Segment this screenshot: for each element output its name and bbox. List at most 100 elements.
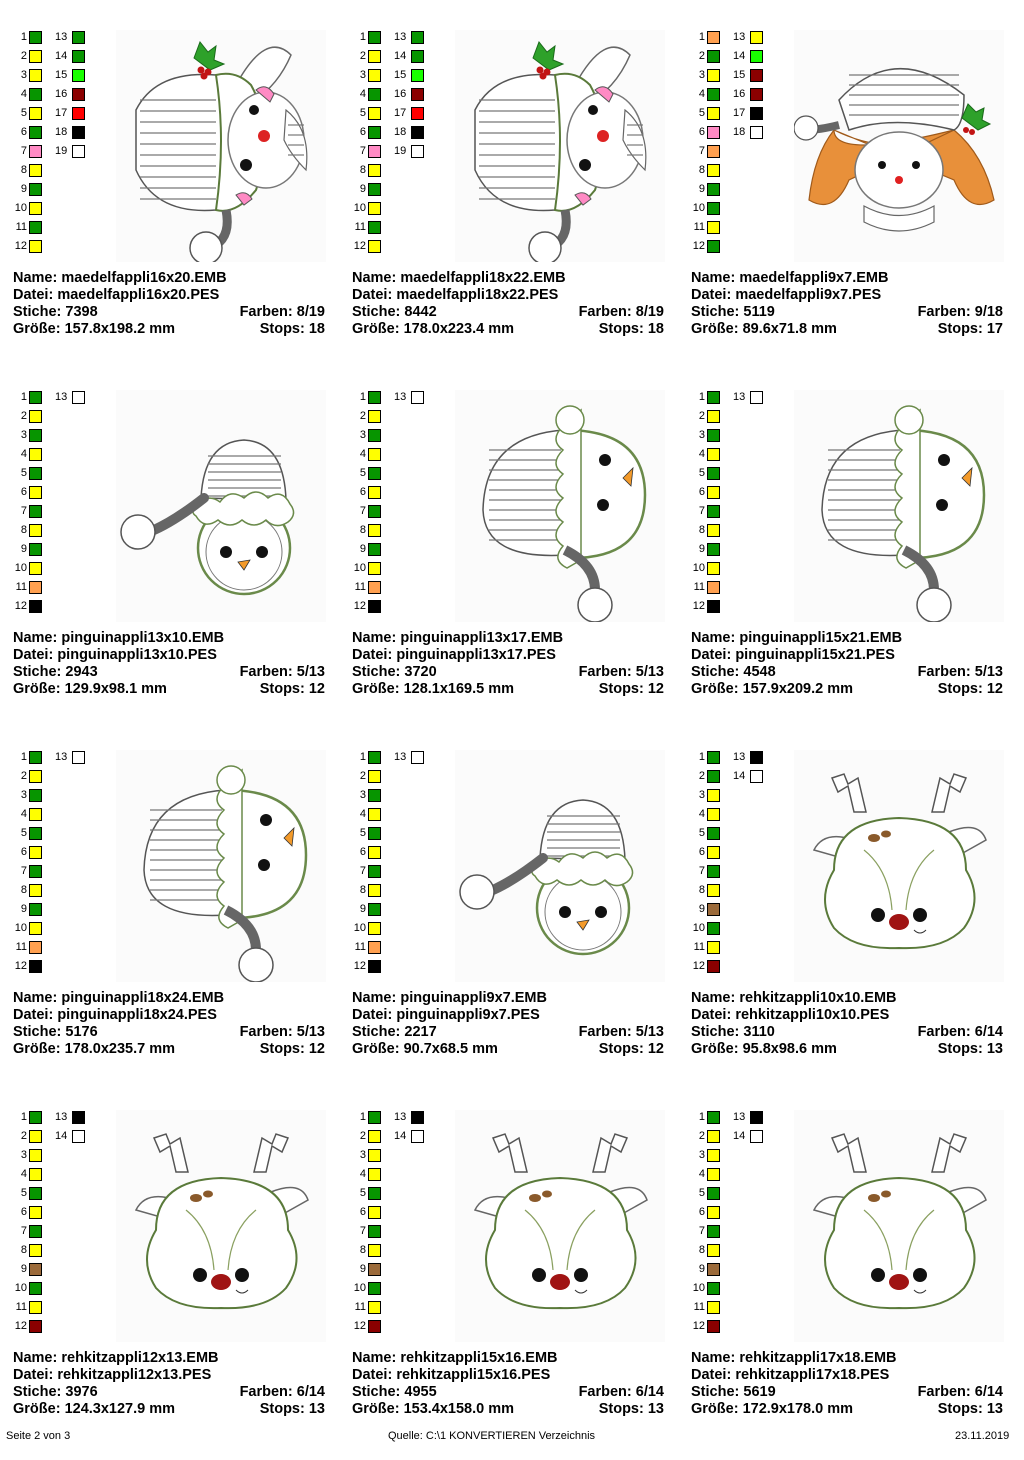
color-index: 11 [15, 581, 27, 593]
color-swatch [29, 1149, 42, 1162]
thread-color-row: 9 [13, 1262, 83, 1281]
design-name: Name: rehkitzappli15x16.EMB [352, 1350, 558, 1366]
thread-color-row: 10 [13, 921, 83, 940]
thread-color-row: 9 [691, 902, 761, 921]
color-index: 7 [20, 505, 27, 517]
color-index: 11 [15, 221, 27, 233]
color-swatch [368, 1320, 381, 1333]
color-swatch [29, 467, 42, 480]
design-name: Name: pinguinappli18x24.EMB [13, 990, 225, 1006]
thread-color-row: 3 [691, 1148, 761, 1167]
color-swatch [368, 524, 381, 537]
color-index: 1 [359, 31, 366, 43]
color-index: 3 [359, 69, 366, 81]
thread-color-row: 6 [691, 845, 761, 864]
file-name: Datei: pinguinappli15x21.PES [691, 647, 895, 663]
thread-color-row: 5 [13, 466, 83, 485]
color-index: 13 [733, 31, 746, 43]
color-swatch [368, 164, 381, 177]
thread-color-row: 12 [352, 239, 422, 258]
color-swatch [707, 808, 720, 821]
penguin-side-icon [482, 405, 647, 623]
design-name: Name: pinguinappli15x21.EMB [691, 630, 903, 646]
embroidery-preview [455, 1110, 665, 1342]
thread-color-row: 8 [352, 883, 422, 902]
thread-color-row: 5 [691, 826, 761, 845]
color-swatch [29, 1168, 42, 1181]
design-name: Name: maedelfappli16x20.EMB [13, 270, 227, 286]
color-swatch [707, 183, 720, 196]
color-index: 13 [55, 751, 68, 763]
embroidery-preview [455, 390, 665, 623]
color-swatch [368, 941, 381, 954]
color-swatch [707, 770, 720, 783]
color-index: 6 [20, 1206, 27, 1218]
design-info: Name: rehkitzappli17x18.EMB Datei: rehki… [691, 1350, 1003, 1418]
thread-color-row: 4 [13, 807, 83, 826]
color-index: 5 [359, 1187, 366, 1199]
color-index: 12 [353, 1320, 366, 1332]
color-swatch [707, 1187, 720, 1200]
color-index: 11 [354, 581, 366, 593]
color-swatch [29, 1282, 42, 1295]
color-swatch [707, 581, 720, 594]
color-swatch [29, 1320, 42, 1333]
color-index: 17 [733, 107, 746, 119]
color-index: 7 [698, 1225, 705, 1237]
color-swatch [29, 505, 42, 518]
color-index: 19 [55, 145, 68, 157]
thread-color-row: 10 [352, 1281, 422, 1300]
color-swatch [750, 107, 763, 120]
thread-color-row: 6 [13, 485, 83, 504]
color-index: 10 [353, 202, 366, 214]
color-swatch [29, 183, 42, 196]
color-index: 2 [359, 50, 366, 62]
color-swatch [411, 50, 424, 63]
thread-color-row: 5 [13, 826, 83, 845]
color-swatch [29, 751, 42, 764]
color-swatch [368, 846, 381, 859]
color-swatch [29, 808, 42, 821]
file-name: Datei: pinguinappli9x7.PES [352, 1007, 540, 1023]
thread-color-row: 3 [352, 428, 422, 447]
color-index: 4 [20, 1168, 27, 1180]
thread-color-row: 2 [352, 409, 422, 428]
color-index: 19 [394, 145, 407, 157]
color-index: 12 [692, 960, 705, 972]
color-swatch [368, 240, 381, 253]
color-swatch [707, 467, 720, 480]
color-index: 13 [733, 751, 746, 763]
thread-color-row: 3 [691, 428, 761, 447]
color-index: 14 [394, 1130, 407, 1142]
color-swatch [707, 827, 720, 840]
color-index: 14 [733, 770, 746, 782]
color-swatch [368, 1301, 381, 1314]
design-name: Name: rehkitzappli10x10.EMB [691, 990, 897, 1006]
thread-color-row: 12 [691, 239, 761, 258]
file-name: Datei: rehkitzappli10x10.PES [691, 1007, 890, 1023]
color-index: 9 [698, 543, 705, 555]
color-swatch [368, 486, 381, 499]
thread-color-row: 12 [691, 1319, 761, 1338]
source-path: Quelle: C:\1 KONVERTIEREN Verzeichnis [388, 1430, 596, 1442]
thread-color-row: 8 [691, 163, 761, 182]
color-index: 3 [359, 1149, 366, 1161]
color-index: 4 [359, 88, 366, 100]
color-index: 7 [20, 865, 27, 877]
color-swatch [707, 600, 720, 613]
color-swatch [29, 202, 42, 215]
